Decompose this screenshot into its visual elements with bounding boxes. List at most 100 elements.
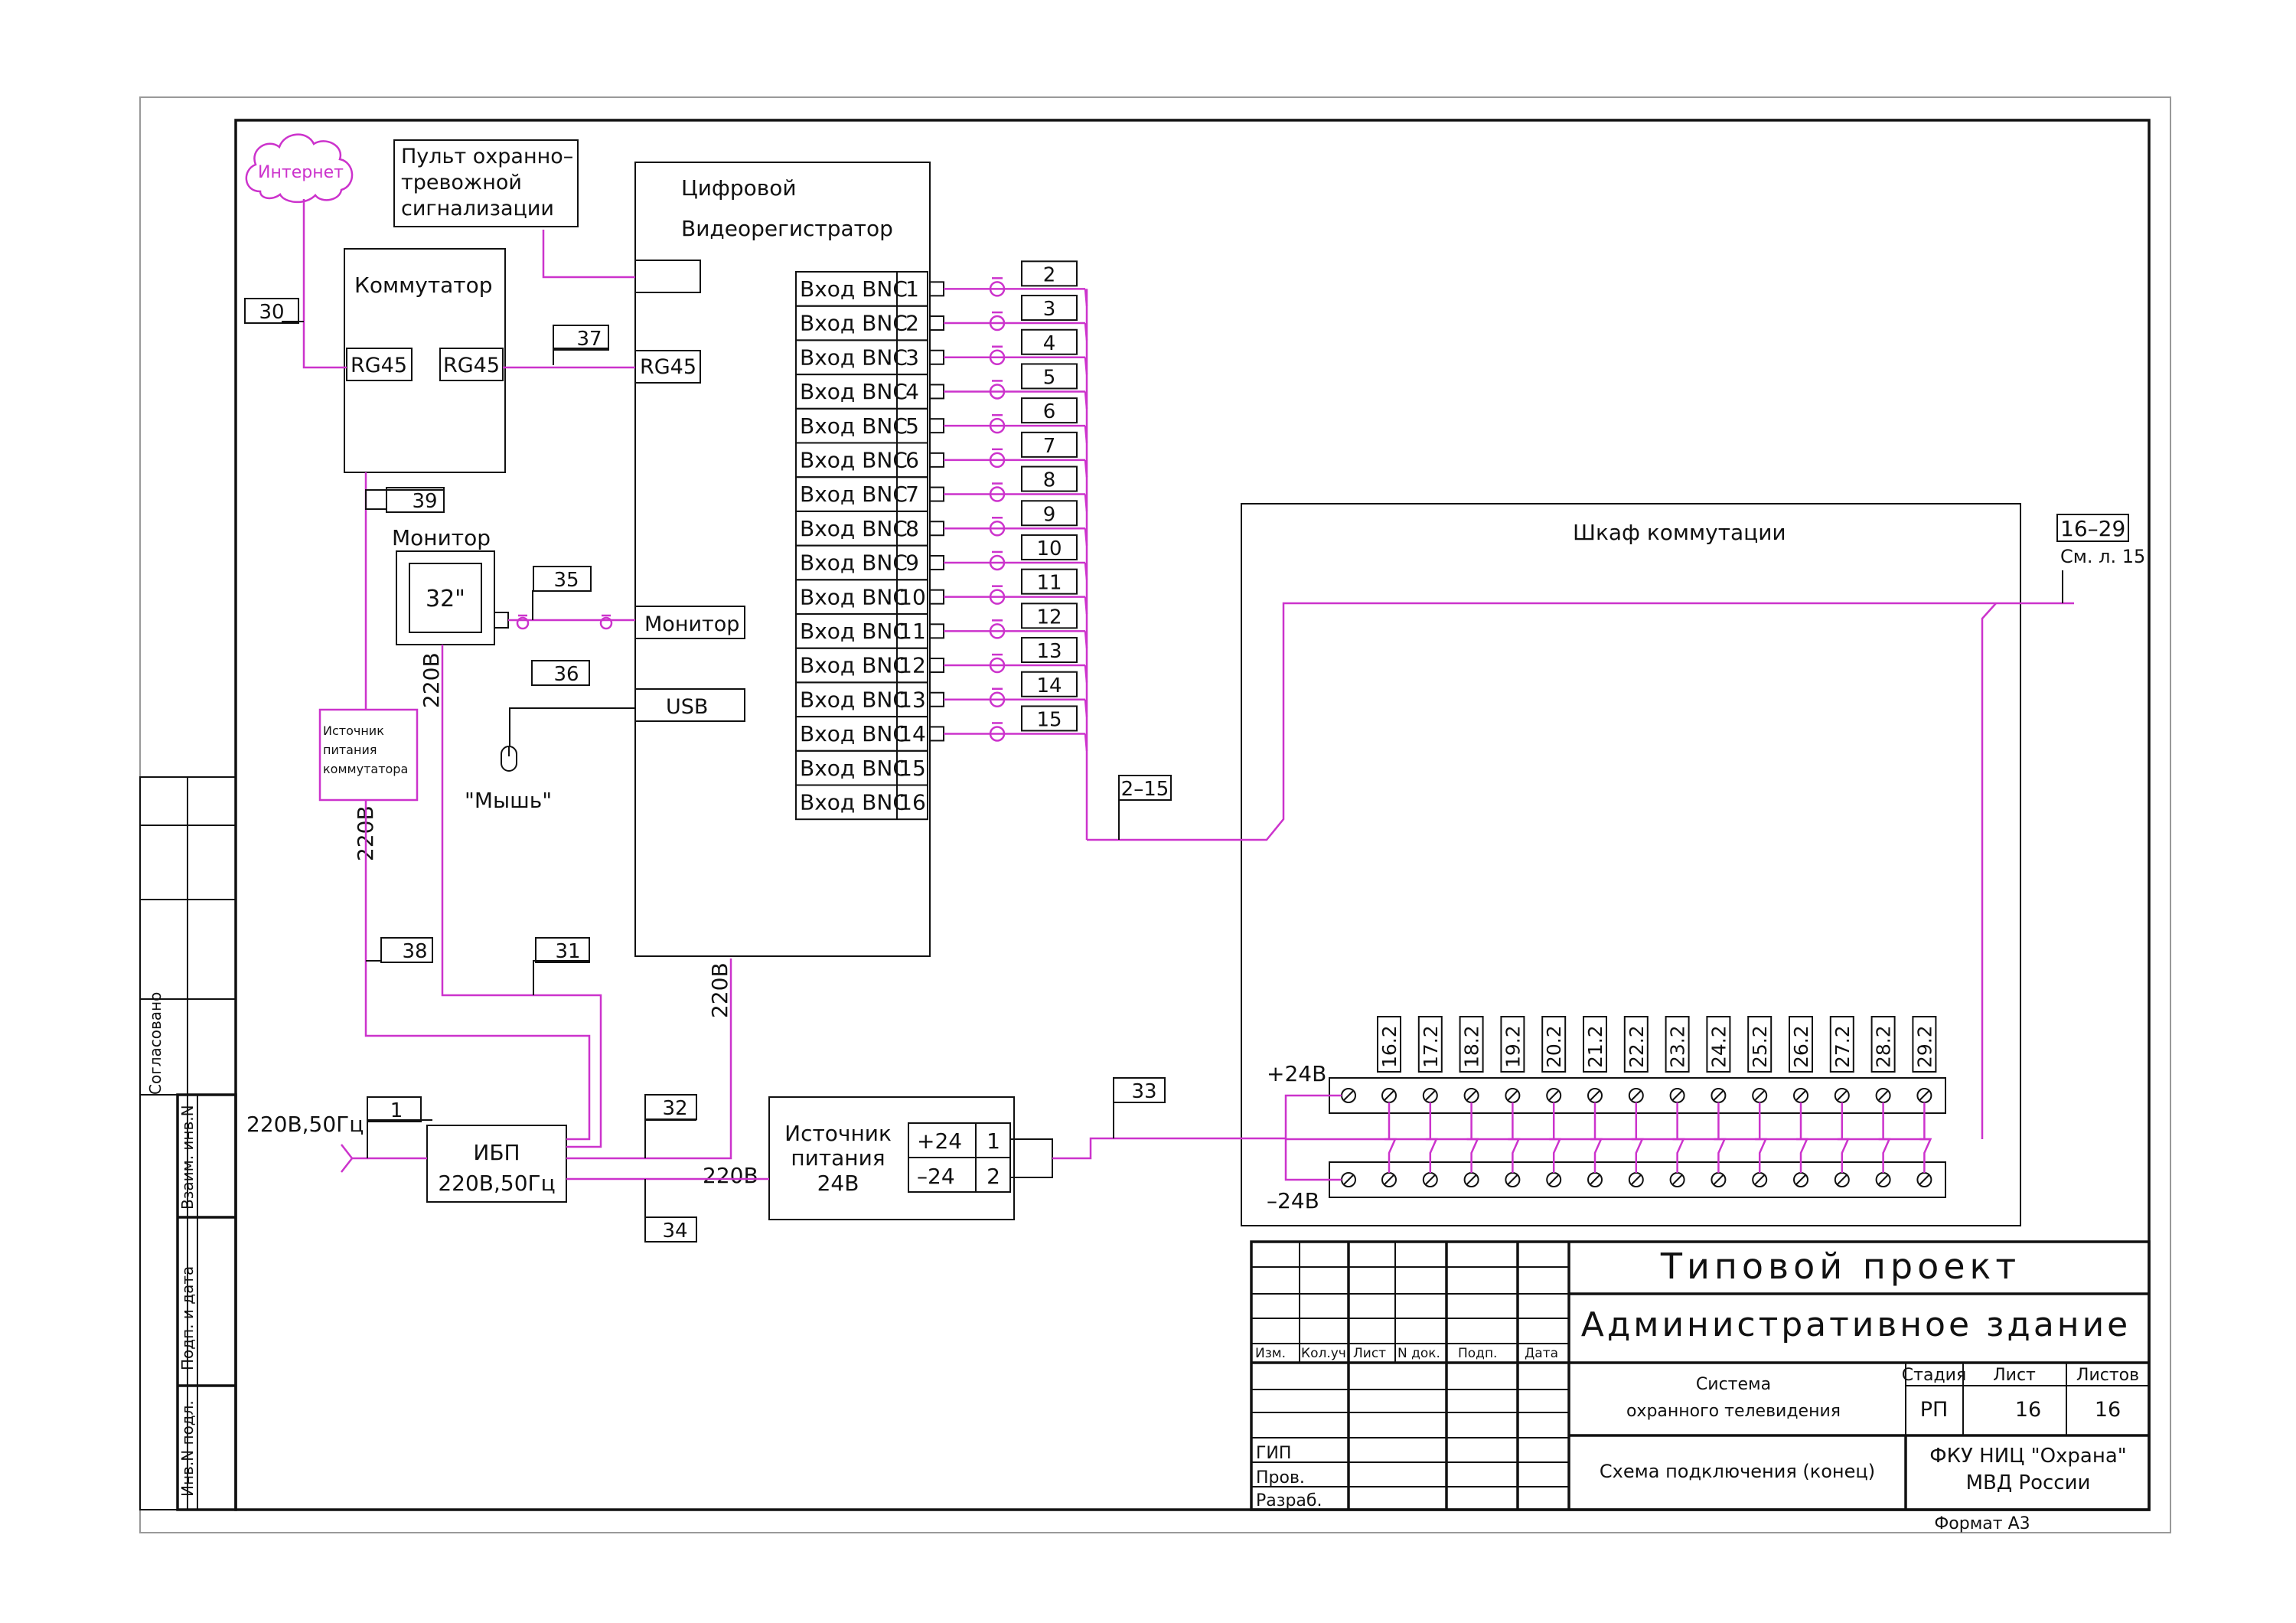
bnc-number: 4 [905,379,919,404]
switch-title: Коммутатор [354,273,493,298]
cloud-icon [245,133,354,204]
tag-35: 35 [553,569,579,592]
dvr-port-rj45: RG45 [640,355,696,379]
terminal-slot [1425,1090,1436,1101]
terminal-slot [1795,1174,1806,1185]
dvr-title-2: Видеорегистратор [681,216,893,241]
bnc-number: 11 [899,619,926,644]
terminal-slot [1425,1174,1436,1185]
terminal-strip-plus [1329,1077,1946,1114]
psu24-plus: +24 [917,1128,962,1154]
mouse-label: "Мышь" [465,788,552,813]
bnc-number: 15 [899,756,926,781]
psu24-pin-1: 1 [987,1128,1000,1154]
terminal-jumper [1384,1138,1397,1173]
terminal-tag-box [1912,1016,1937,1073]
terminal-tag-box [1870,1016,1896,1073]
dvr-alarm-port [634,260,701,293]
terminal-jumper [1796,1138,1808,1173]
tb-system-1: Система [1696,1375,1771,1394]
bnc-number: 8 [905,516,919,541]
bnc-connector [929,384,944,400]
tb-stage-label: Стадия [1902,1366,1966,1385]
internet-node: Интернет [245,133,354,204]
terminal-tag: 20.2 [1543,1025,1565,1068]
psu24-line-2: питания [791,1145,885,1171]
camera-tag: 11 [1036,572,1062,595]
bnc-label: Вход BNC [800,345,908,370]
bnc-connector [929,623,944,639]
terminal-tag: 21.2 [1584,1025,1606,1068]
tb-system-2: охранного телевидения [1626,1402,1841,1421]
tag-31: 31 [555,940,580,963]
camera-tag: 12 [1036,606,1062,629]
terminal-slot [1837,1174,1848,1185]
dvr-port-usb: USB [666,695,708,719]
terminal-slot [1877,1090,1889,1101]
terminal-tag: 29.2 [1913,1025,1936,1068]
bnc-plug-icon [989,726,1006,742]
bnc-label: Вход BNC [800,516,908,541]
side-stamp: Согласовано Взаим. инв.N Подп. и дата Ин… [139,776,237,1511]
terminal-slot [1631,1090,1642,1101]
bnc-number: 6 [905,448,919,473]
psu24-minus: –24 [917,1164,955,1189]
cabinet-plus: +24В [1267,1061,1326,1086]
stamp-inv-replace: Взаим. инв.N [178,1105,197,1210]
terminal-slot [1837,1090,1848,1101]
stamp-inv-orig: Инв.N подл. [178,1400,197,1497]
psu-24v: Источник питания 24В +24 –24 1 2 220В [703,1096,1053,1220]
cabinet-title: Шкаф коммутации [1573,520,1786,545]
camera-tag-box [1021,500,1078,527]
tb-role-gip: ГИП [1256,1444,1291,1463]
tb-col-izm: Изм. [1255,1346,1286,1361]
bnc-number: 1 [905,276,919,302]
tb-role-razrab: Разраб. [1256,1491,1322,1510]
psu24-line-3: 24В [817,1171,859,1196]
bnc-plug-icon [989,691,1006,707]
bnc-label: Вход BNC [800,276,908,302]
terminal-slot [1754,1090,1765,1101]
camera-tag-box [1021,705,1078,732]
tag-38: 38 [402,940,427,963]
terminal-tag: 18.2 [1461,1025,1483,1068]
tag-bus: 2–15 [1121,778,1169,801]
terminal-slot [1877,1174,1889,1185]
switch-psu-line-2: питания [323,743,377,757]
switch-psu-line-1: Источник [323,723,384,738]
camera-tag-box [1021,260,1078,287]
terminal-tag-box [1706,1016,1731,1073]
bnc-label: Вход BNC [800,721,908,746]
internet-label: Интернет [258,163,344,182]
tb-org-2: МВД России [1966,1471,2091,1494]
terminal-tag-box [1789,1016,1813,1073]
terminal-strip-minus [1329,1161,1946,1198]
bnc-connector [929,726,944,742]
terminal-tag-box [1829,1016,1854,1073]
mouse: "Мышь" [465,746,552,813]
camera-tag-box [1021,363,1078,390]
terminal-slot [1590,1174,1600,1185]
terminal-slot [1384,1174,1394,1185]
bnc-label: Вход BNC [800,550,908,576]
stamp-sign-date: Подп. и дата [178,1266,197,1370]
camera-tag: 4 [1043,332,1056,355]
tb-sheets: 16 [2095,1398,2121,1422]
bnc-number: 14 [899,721,926,746]
terminal-slot [1713,1174,1724,1185]
terminal-tag-box [1665,1016,1690,1073]
terminal-tag: 28.2 [1873,1025,1895,1068]
bnc-number: 13 [899,687,926,712]
bnc-plug-icon [989,315,1006,331]
terminal-slot [1919,1090,1930,1101]
terminal-jumper [1714,1138,1727,1173]
bnc-connector [929,691,944,707]
monitor-connector [516,614,613,630]
terminal-jumper [1919,1138,1932,1173]
bnc-plug-icon [989,623,1006,639]
terminal-tag-box [1623,1016,1649,1073]
terminal-slot [1919,1174,1930,1185]
tag-34: 34 [662,1220,687,1243]
